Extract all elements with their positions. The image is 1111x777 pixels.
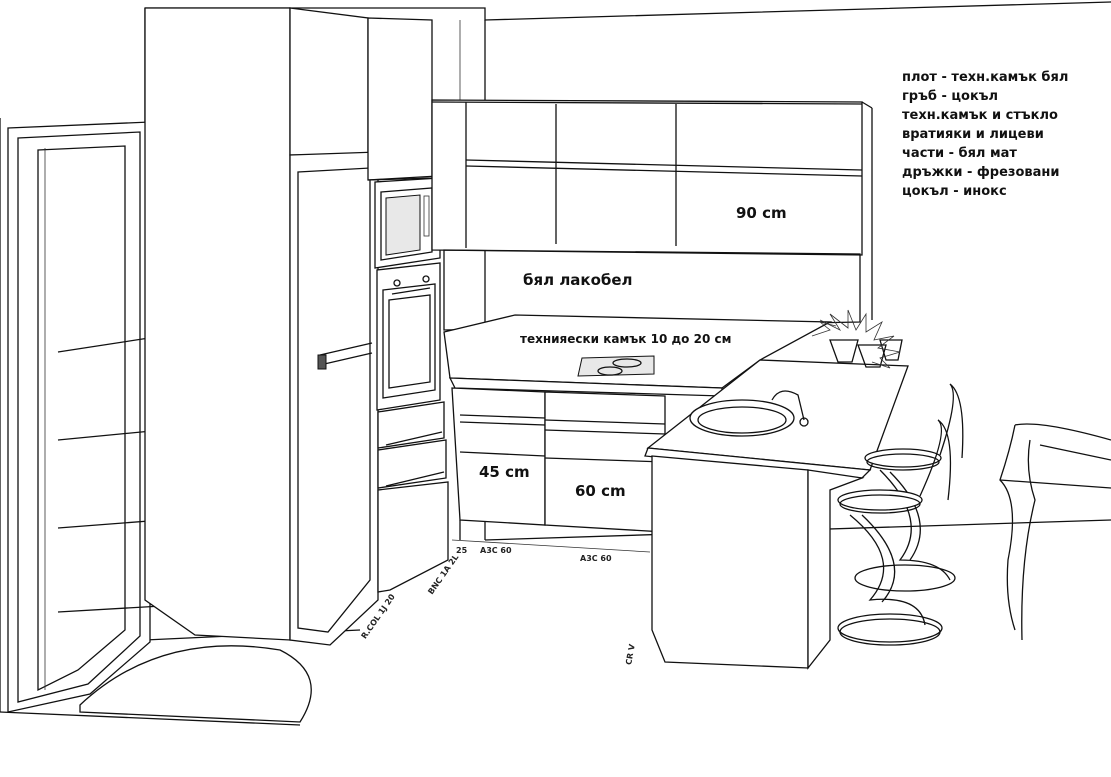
drawer-right-width-label: 60 cm bbox=[575, 482, 626, 500]
note-line: вратияки и лицеви bbox=[902, 127, 1044, 142]
note-line: плот - техн.камък бял bbox=[902, 70, 1069, 85]
base-cabinets bbox=[451, 387, 666, 540]
dining-chair bbox=[999, 423, 1111, 641]
sink-icon bbox=[689, 399, 795, 437]
bar-stools bbox=[837, 383, 964, 646]
plants-icon bbox=[811, 309, 903, 369]
peninsula bbox=[644, 359, 909, 670]
countertop bbox=[443, 314, 833, 397]
note-line: цокъл - инокс bbox=[902, 184, 1007, 199]
floor-code: A3C 60 bbox=[580, 554, 612, 563]
tall-column bbox=[144, 7, 439, 646]
countertop-material-label: технияески камък 10 до 20 см bbox=[520, 332, 732, 346]
upper-cabinet-width-label: 90 cm bbox=[736, 204, 787, 222]
material-notes: плот - техн.камък бял гръб - цокъл техн.… bbox=[902, 68, 1068, 201]
floor-code: A3C 60 bbox=[480, 546, 512, 555]
floor-code: 25 bbox=[456, 546, 468, 555]
note-line: гръб - цокъл bbox=[902, 89, 999, 104]
dimension-ticks bbox=[451, 539, 651, 553]
floor-rug bbox=[79, 645, 312, 723]
note-line: дръжки - фрезовани bbox=[902, 165, 1060, 180]
faucet-icon bbox=[771, 390, 805, 421]
appliance-column bbox=[374, 177, 449, 593]
backsplash bbox=[443, 249, 861, 331]
backsplash-label: бял лакобел bbox=[523, 271, 633, 289]
upper-cabinets bbox=[431, 99, 873, 320]
note-line: части - бял мат bbox=[902, 146, 1017, 161]
drawer-left-width-label: 45 cm bbox=[479, 463, 530, 481]
note-line: техн.камък и стъкло bbox=[902, 108, 1058, 123]
door bbox=[7, 121, 167, 713]
